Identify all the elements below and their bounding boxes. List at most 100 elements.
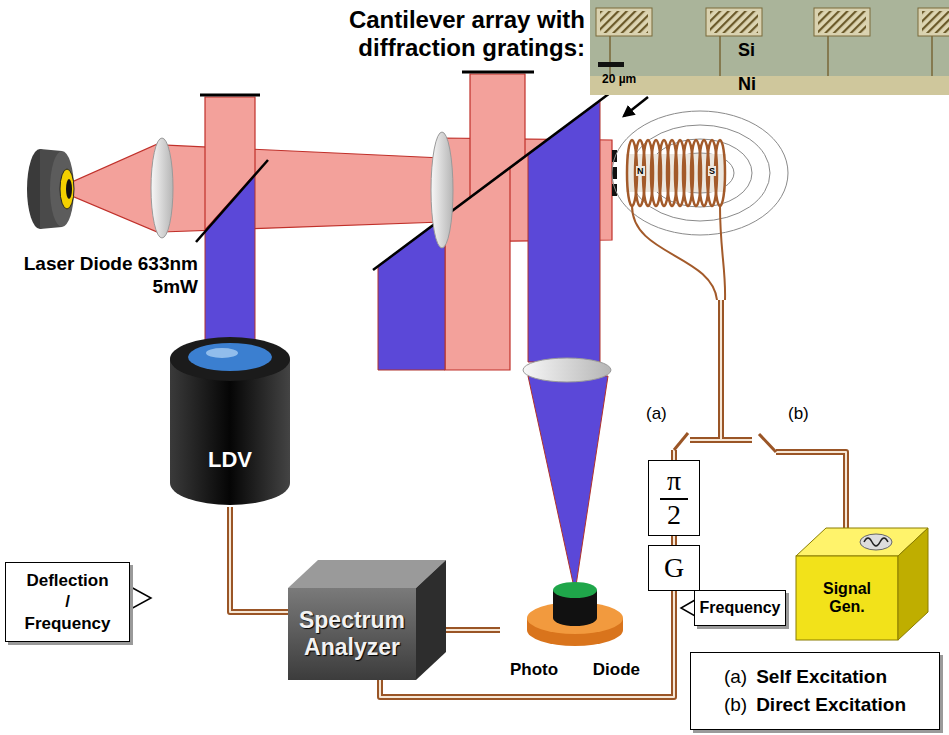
nickel-layer: [590, 76, 949, 95]
material-label: Ni: [738, 74, 756, 95]
box-side: [416, 560, 446, 680]
material-label: Si: [738, 40, 755, 61]
switch-blade: [674, 433, 688, 450]
wire: [776, 452, 846, 531]
callout-box: Deflection / Frequency: [5, 562, 130, 642]
switch-label: (b): [788, 404, 809, 424]
sine-symbol: [864, 538, 888, 546]
grating-pad: [706, 8, 762, 36]
switch-bar-core: [690, 439, 752, 441]
box-front: [288, 588, 416, 680]
field-line: [612, 111, 788, 235]
beam-splitter: [196, 160, 268, 242]
diffracted-beam: [528, 101, 600, 362]
wire: [230, 507, 288, 612]
device-name: Spectrum Analyzer: [291, 607, 413, 661]
wire-core: [446, 629, 500, 631]
field-line: [630, 125, 770, 221]
legend-key: (a): [724, 666, 747, 688]
callout-box: Frequency: [694, 590, 786, 626]
mirror: [462, 71, 534, 74]
laser-beam: [72, 142, 162, 234]
callout-pointer: [681, 600, 695, 616]
lens: [151, 138, 173, 238]
phase-shifter-box: π2: [648, 460, 700, 536]
lens: [523, 358, 611, 382]
focused-beam: [528, 376, 608, 592]
sine-dial: [860, 534, 892, 550]
ldv-rim: [170, 337, 290, 381]
lens: [431, 132, 453, 248]
signal-wire: [230, 507, 288, 612]
ldv-head: [170, 335, 290, 507]
cantilever-stem: [931, 36, 933, 76]
phase-text: 2: [667, 500, 681, 531]
diffracted-beam: [378, 216, 445, 370]
grating-pad: [596, 8, 652, 36]
legend-text: Self Excitation: [756, 666, 887, 688]
wire: [718, 300, 724, 440]
grating-pad: [814, 8, 870, 36]
signal-wire: [446, 630, 500, 631]
device-name: Photo Diode: [510, 660, 640, 680]
photo-diode: Photo Diode: [500, 578, 650, 682]
legend-text: Direct Excitation: [756, 694, 906, 716]
pole-label: N: [636, 166, 645, 176]
cantilever-stem: [719, 36, 721, 76]
grating-pad: [918, 8, 949, 36]
laser-aperture: [60, 169, 74, 209]
callout-text: Frequency: [700, 599, 781, 617]
device-name: Signal Gen.: [810, 580, 884, 616]
micrograph: [590, 0, 949, 95]
diffraction-grating: [600, 11, 648, 33]
device-name: Laser Diode 633nm 5mW: [16, 252, 198, 298]
figure-note: Cantilever array with diffraction gratin…: [290, 6, 585, 62]
legend-key: (b): [724, 694, 747, 716]
mirror: [200, 94, 260, 97]
diffraction-grating: [818, 11, 866, 33]
cantilever-stem: [827, 36, 829, 76]
gain-box: G: [648, 545, 700, 591]
laser-diode: [50, 151, 74, 227]
diffraction-grating: [922, 11, 949, 33]
spectrum-analyzer: Spectrum Analyzer: [288, 560, 446, 680]
coil-turn: [715, 140, 725, 206]
connectors: [230, 507, 674, 697]
coil-lead: [720, 206, 725, 300]
signal-wire: [674, 536, 675, 545]
callout-text: Deflection / Frequency: [23, 570, 113, 634]
cantilever: [612, 184, 617, 196]
phase-text: π: [660, 466, 688, 500]
switch-label: (a): [646, 404, 667, 424]
reflected-beam: [445, 168, 510, 370]
legend-box: (a) Self Excitation (b) Direct Excitation: [690, 652, 940, 730]
scale-label: 20 µm: [602, 72, 636, 86]
wire: [446, 627, 500, 633]
cantilever-stem: [609, 36, 611, 76]
laser-aperture: [66, 179, 72, 199]
wire-core: [673, 536, 675, 545]
wire: [671, 536, 677, 545]
laser-beam: [162, 145, 442, 232]
device-name: LDV: [208, 447, 252, 473]
photodiode-window: [553, 582, 597, 598]
ldv-lens: [188, 343, 272, 371]
gain-text: G: [664, 552, 684, 584]
box-front: [796, 556, 898, 640]
pointer-arrow: [624, 97, 648, 116]
switch-blade: [759, 434, 776, 452]
callout-pointer: [129, 586, 151, 610]
wire-core: [230, 507, 288, 612]
pole-label: S: [708, 166, 716, 176]
wire-core: [720, 300, 722, 440]
wire-core: [776, 452, 846, 531]
scale-bar: [598, 62, 624, 67]
diffraction-grating: [710, 11, 758, 33]
laser-doppler-vibrometer: LDV: [170, 335, 290, 507]
coil-lead: [632, 206, 717, 300]
cantilever: [612, 150, 617, 162]
signal-generator: Signal Gen.: [796, 528, 928, 640]
lens-highlight: [206, 348, 238, 358]
